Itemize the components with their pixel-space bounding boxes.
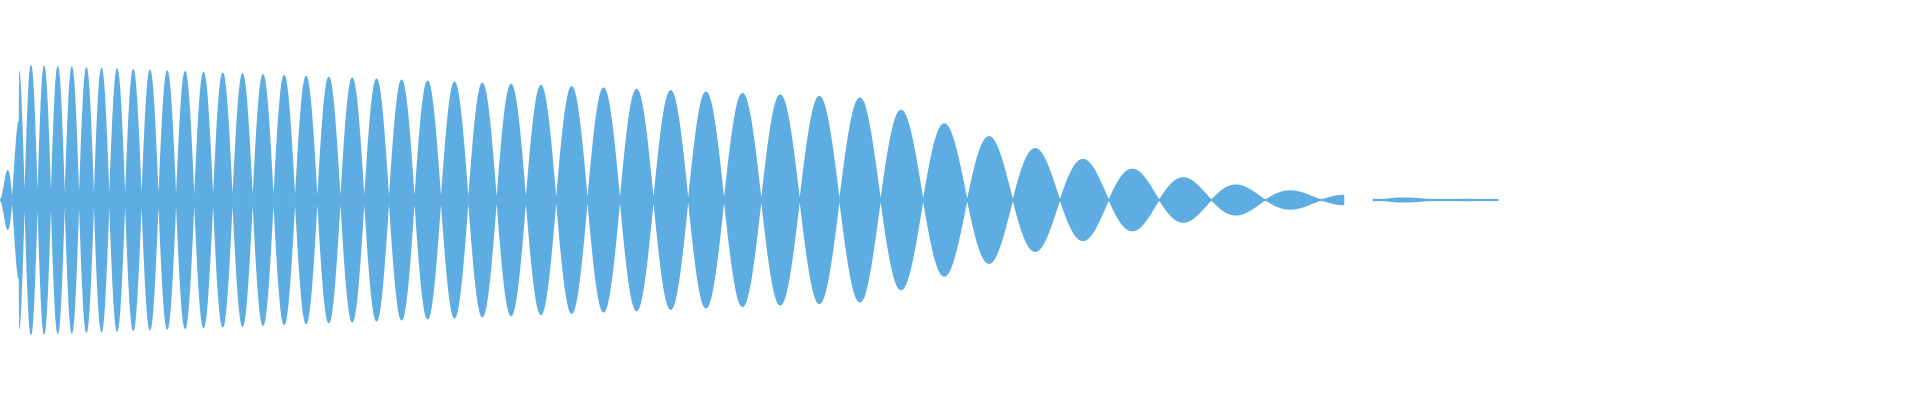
waveform-segment [1372,197,1499,203]
waveform-segment [0,64,1345,336]
